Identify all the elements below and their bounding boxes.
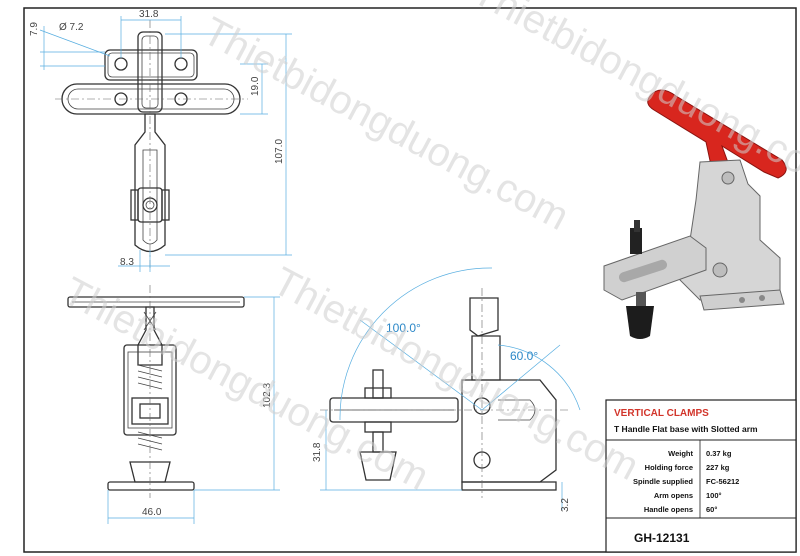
- base-thickness-dim: 3.2: [560, 498, 571, 512]
- title-block: [605, 399, 797, 553]
- bar-offset-dim: 8.3: [120, 257, 134, 268]
- spec-label-arm-opens: Arm opens: [654, 491, 693, 500]
- spec-label-holding-force: Holding force: [645, 463, 693, 472]
- product-illustration: [603, 89, 787, 339]
- top-dimensions: [39, 16, 292, 272]
- overall-length-dim: 107.0: [274, 139, 285, 164]
- spec-value-handle-opens: 60°: [706, 505, 717, 514]
- center-height-dim: 31.8: [312, 442, 323, 462]
- slot-height-dim: 19.0: [250, 76, 261, 96]
- height-dim: 102.3: [262, 383, 273, 408]
- part-code: GH-12131: [634, 531, 690, 545]
- spec-value-spindle: FC-56212: [706, 477, 739, 486]
- side-view: [320, 288, 570, 498]
- front-dimensions: [107, 296, 280, 524]
- title-block-title: VERTICAL CLAMPS: [614, 408, 709, 419]
- side-dimensions: [320, 410, 563, 510]
- spec-value-holding-force: 227 kg: [706, 463, 730, 472]
- top-offset-dim: 7.9: [29, 22, 40, 36]
- spec-label-handle-opens: Handle opens: [644, 505, 693, 514]
- handle-open-angle: 60.0°: [510, 349, 538, 363]
- spec-value-weight: 0.37 kg: [706, 449, 732, 458]
- spec-label-spindle: Spindle supplied: [633, 477, 693, 486]
- watermark-1: Thietbidongduong.com: [196, 9, 576, 239]
- hole-dia-dim: Ø 7.2: [59, 22, 84, 33]
- front-view: [67, 285, 245, 498]
- spec-label-weight: Weight: [668, 449, 693, 458]
- drawing-frame: [23, 7, 797, 553]
- title-block-subtitle: T Handle Flat base with Slotted arm: [614, 424, 758, 434]
- t-handle-red: [647, 89, 787, 179]
- spindle-top: [630, 228, 642, 254]
- base-width-dim: 46.0: [142, 507, 162, 518]
- arm-open-angle: 100.0°: [386, 321, 421, 335]
- spec-value-arm-opens: 100°: [706, 491, 722, 500]
- top-width-dim: 31.8: [139, 9, 159, 20]
- spindle-tip: [626, 306, 654, 339]
- angle-indicators: [339, 267, 581, 421]
- top-view: [55, 20, 248, 268]
- watermark-2: Thietbidongduong.com: [56, 269, 436, 499]
